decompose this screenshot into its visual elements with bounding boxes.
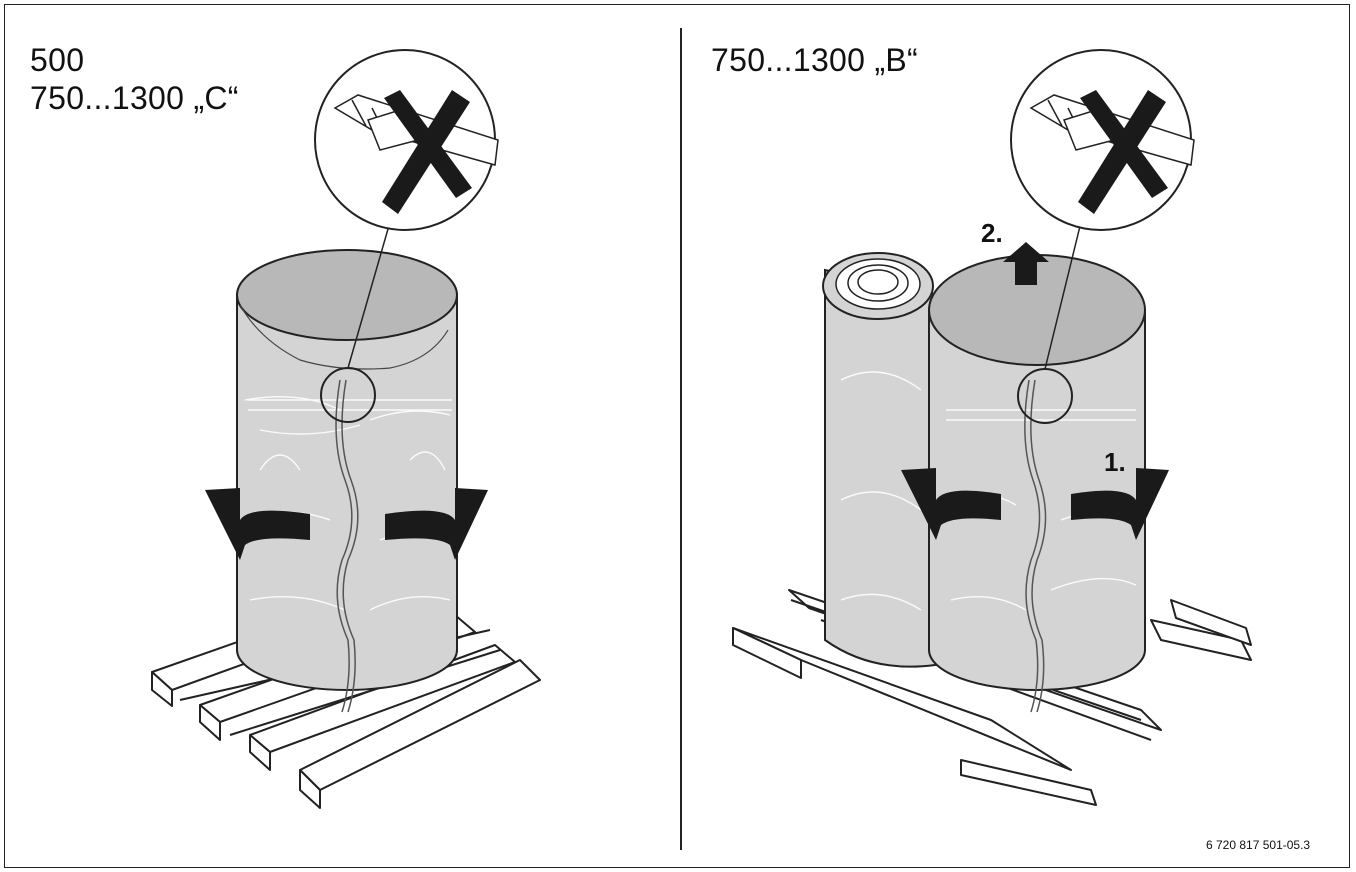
boiler-cylinder [840,221,1146,713]
step-2-label: 2. [981,218,1003,248]
curved-arrow-right-icon [1071,468,1169,540]
figure-frame [4,4,1350,868]
curved-arrow-left-icon [901,468,1001,540]
left-illustration [151,49,541,809]
arrow-up-icon [1003,242,1049,285]
detail-magnifier [314,49,499,231]
step-1-label: 1. [1104,447,1126,477]
curved-arrow-left-icon [205,488,310,560]
x-mark-icon [1078,90,1168,214]
model-label-750-1300-b: 750...1300 „B“ [711,42,918,78]
x-mark-icon [382,90,472,214]
panel-right: 750...1300 „B“ [681,0,1356,872]
model-label-750-1300-c: 750...1300 „C“ [30,80,239,116]
detail-magnifier [1010,49,1195,231]
right-illustration [732,49,1252,806]
boiler-cylinder [236,221,458,713]
model-label-500: 500 [30,42,85,78]
panel-left: 500 750...1300 „C“ [30,42,541,809]
figure-code: 6 720 817 501-05.3 [1206,838,1311,852]
panel-divider [680,28,682,850]
curved-arrow-right-icon [385,488,488,560]
